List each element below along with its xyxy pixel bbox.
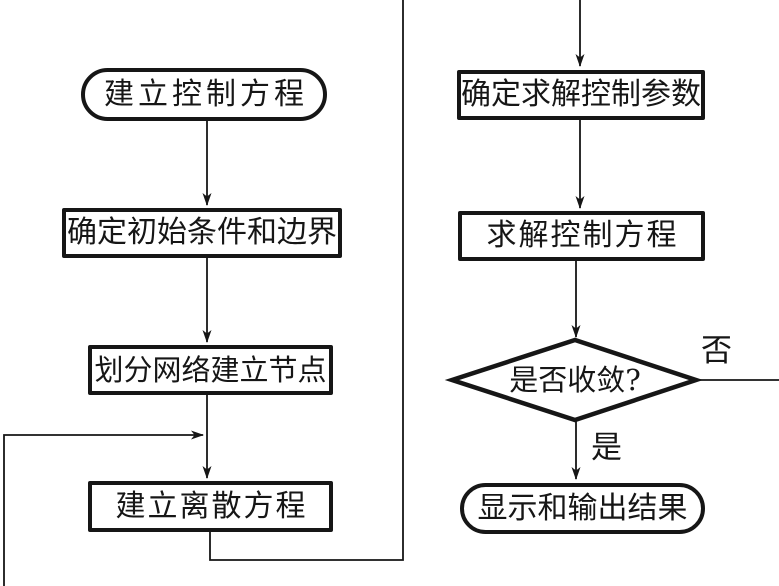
node-solve: 求解控制方程 — [458, 211, 705, 261]
node-mesh: 划分网络建立节点 — [88, 345, 333, 395]
decision-no-label: 否 — [701, 333, 732, 369]
connector-feedback-left — [3, 430, 204, 586]
node-init: 确定初始条件和边界 — [62, 208, 342, 258]
decision-diamond-shape — [444, 337, 704, 423]
connector-discrete-to-top — [209, 0, 404, 561]
node-solve-label: 求解控制方程 — [486, 218, 679, 253]
node-decision: 是否收敛? — [475, 355, 675, 405]
node-decision-label: 是否收敛? — [509, 362, 641, 397]
decision-yes-label: 是 — [591, 430, 622, 466]
node-start: 建立控制方程 — [81, 68, 327, 121]
node-output-label: 显示和输出结果 — [477, 490, 688, 526]
node-discrete-label: 建立离散方程 — [115, 488, 308, 524]
node-output: 显示和输出结果 — [460, 483, 705, 534]
node-init-label: 确定初始条件和边界 — [67, 215, 337, 250]
node-params: 确定求解控制参数 — [457, 70, 705, 120]
node-mesh-label: 划分网络建立节点 — [94, 352, 327, 387]
node-discrete: 建立离散方程 — [88, 481, 333, 532]
node-params-label: 确定求解控制参数 — [461, 77, 701, 112]
node-start-label: 建立控制方程 — [104, 76, 308, 112]
